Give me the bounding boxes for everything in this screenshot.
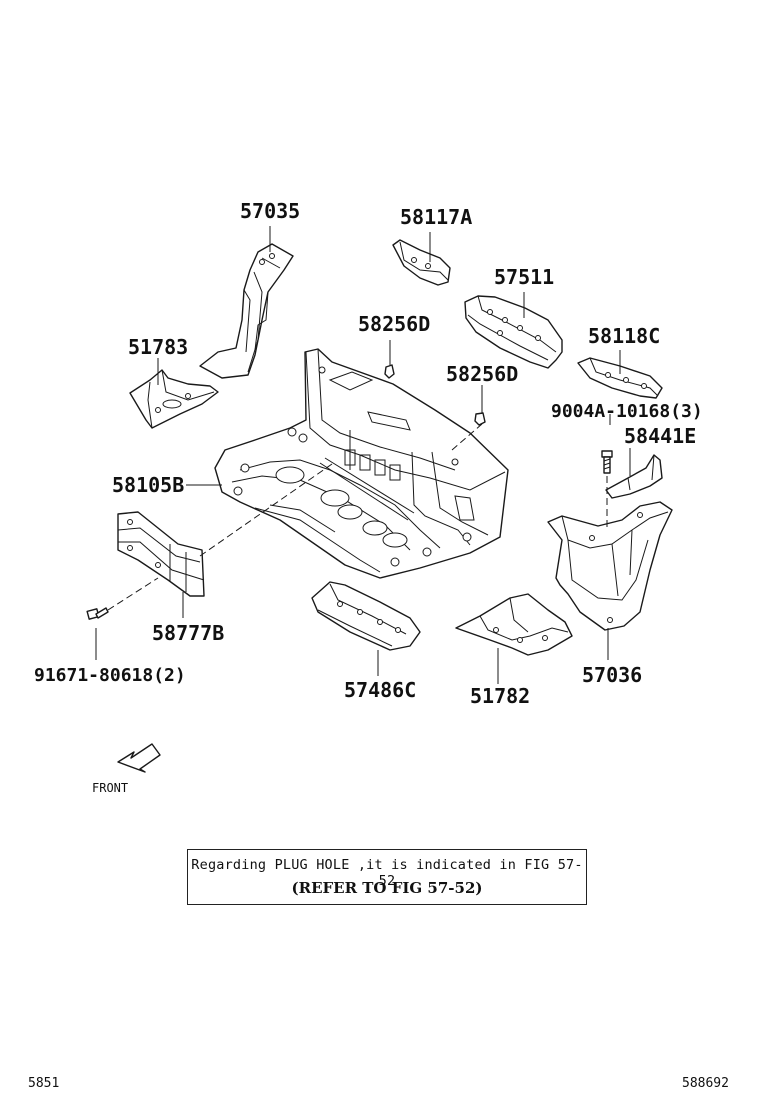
floor-pan-58105b[interactable]	[214, 348, 509, 579]
bracket-51783[interactable]	[129, 369, 219, 429]
callout-57486c[interactable]: 57486C	[344, 678, 416, 702]
callout-58105b[interactable]: 58105B	[112, 473, 184, 497]
footer-left-code: 5851	[28, 1076, 60, 1091]
callout-58441e[interactable]: 58441E	[624, 424, 696, 448]
callout-57036[interactable]: 57036	[582, 663, 642, 687]
callout-57511[interactable]: 57511	[494, 265, 554, 289]
front-arrow-icon	[117, 743, 161, 773]
member-57511[interactable]	[464, 295, 563, 369]
bracket-58777b[interactable]	[117, 511, 205, 597]
bolt-91671-80618[interactable]	[86, 607, 109, 620]
callout-58117a[interactable]: 58117A	[400, 205, 472, 229]
member-57036[interactable]	[547, 501, 673, 631]
callout-57035[interactable]: 57035	[240, 199, 300, 223]
callout-58256d-lower[interactable]: 58256D	[446, 362, 518, 386]
reference-note: Regarding PLUG HOLE ,it is indicated in …	[187, 849, 587, 905]
bracket-58117a[interactable]	[392, 239, 451, 286]
callout-51782[interactable]: 51782	[470, 684, 530, 708]
note-line-2[interactable]: (REFER TO FIG 57-52)	[291, 879, 483, 897]
bolt-9004a-10168[interactable]	[601, 450, 613, 474]
clip-58256d-lower[interactable]	[474, 412, 486, 426]
clip-58256d-upper[interactable]	[384, 364, 395, 379]
callout-58118c[interactable]: 58118C	[588, 324, 660, 348]
bracket-57035[interactable]	[199, 243, 294, 379]
note-line-1: Regarding PLUG HOLE ,it is indicated in …	[191, 857, 583, 889]
footer-right-code: 588692	[682, 1076, 729, 1091]
callout-58256d-upper[interactable]: 58256D	[358, 312, 430, 336]
callout-9004a-10168[interactable]: 9004A-10168(3)	[551, 401, 703, 422]
alignment-lines	[107, 423, 608, 611]
callout-58777b[interactable]: 58777B	[152, 621, 224, 645]
bracket-51782[interactable]	[455, 593, 573, 656]
bracket-58118c[interactable]	[577, 357, 663, 399]
callout-51783[interactable]: 51783	[128, 335, 188, 359]
bracket-58441e[interactable]	[605, 454, 663, 499]
callout-91671-80618[interactable]: 91671-80618(2)	[34, 665, 186, 686]
leader-lines	[95, 226, 631, 684]
front-label: FRONT	[92, 781, 128, 795]
member-57486c[interactable]	[311, 581, 421, 651]
